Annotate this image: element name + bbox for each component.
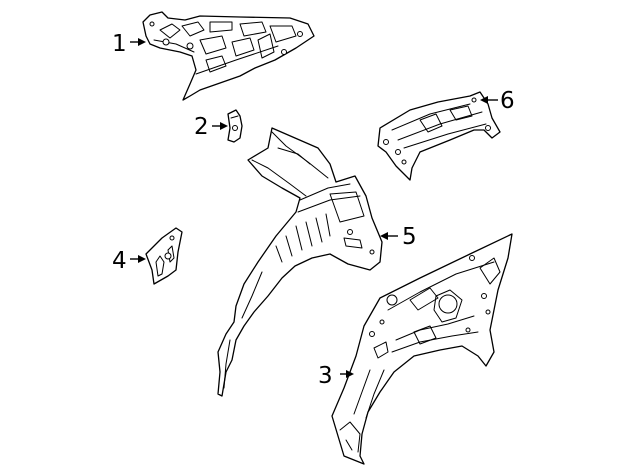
leader-3-arrowhead	[346, 370, 354, 378]
part-5-wheelhouse-inner	[217, 127, 383, 397]
callout-6: 6	[500, 88, 515, 114]
callout-labels: 1 2 3 4 5 6	[112, 31, 515, 389]
callout-4: 4	[112, 248, 127, 274]
leader-4-arrowhead	[138, 255, 146, 263]
callout-1: 1	[112, 31, 127, 57]
part-3-quarter-inner-lower-panel	[331, 233, 513, 465]
part-1-quarter-inner-upper-panel	[142, 11, 315, 101]
callout-3: 3	[318, 363, 333, 389]
leader-6-arrowhead	[480, 96, 488, 104]
leader-1-arrowhead	[138, 38, 146, 46]
leaders	[130, 38, 498, 378]
part-4-panel	[145, 227, 183, 285]
callout-5: 5	[402, 224, 417, 250]
part-6-reinforcement	[377, 91, 501, 181]
part-2-bracket	[227, 109, 243, 143]
leader-5-arrowhead	[380, 232, 388, 240]
leader-2-arrowhead	[220, 122, 228, 130]
callout-2: 2	[194, 114, 209, 140]
